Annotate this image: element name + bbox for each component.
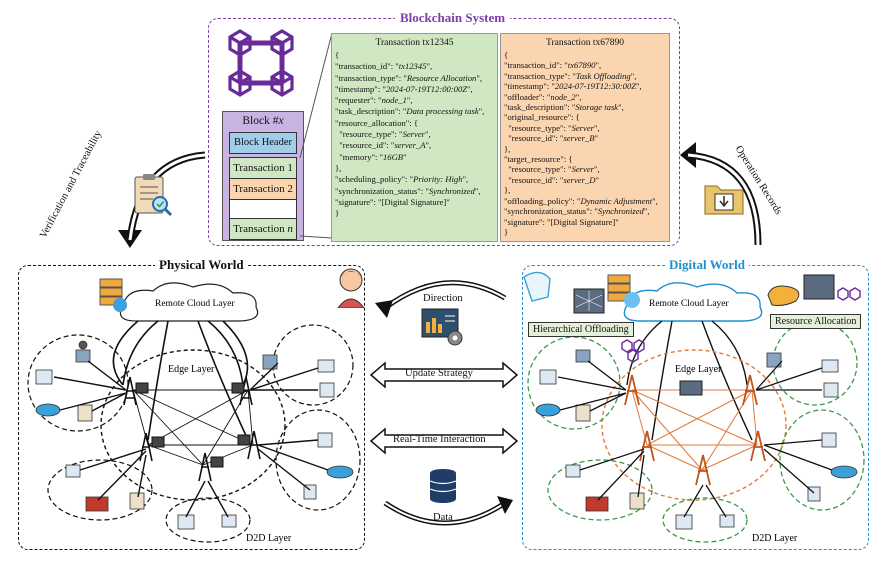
block-transaction-n: Transaction n [229,218,297,240]
code-line: "timestamp": "2024-07-19T12:00:00Z", [335,83,473,94]
code-line: }, [335,162,342,173]
transaction-title: Transaction tx12345 [375,38,454,48]
code-line: "task_description": "Data processing tas… [335,106,485,117]
code-line: "signature": "[Digital Signature]" [335,196,450,207]
block-transaction-1: Transaction 1 [229,157,297,179]
right-curved-arrow [680,142,762,246]
code-line: "resource_type": "Server", [504,164,600,175]
folder-download-icon [704,185,744,215]
code-line: { [335,50,340,60]
code-line: } [504,226,509,237]
code-line: "scheduling_policy": "Priority: High", [335,174,469,185]
code-line: "resource_id": "server_A", [335,140,432,151]
physical-edge-label: Edge Layer [168,364,215,375]
code-line: "resource_id": "server_B" [504,133,598,144]
code-line: }, [504,143,511,154]
middle-arrows [369,280,519,526]
code-line: "resource_type": "Server", [504,122,600,133]
code-line: "transaction_type": "Task Offloading", [504,70,637,81]
person-icon [337,268,365,308]
digital-d2d-label: D2D Layer [752,533,798,544]
code-line: "target_resource": { [504,154,573,165]
transaction-code: {"transaction_id": "tx67890","transactio… [501,50,669,237]
physical-d2d-label: D2D Layer [246,533,292,544]
block-header-cell: Block Header [229,132,297,154]
dashboard-gear-icon [421,308,463,346]
update-strategy-label: Update Strategy [405,368,473,379]
blockchain-title: Blockchain System [395,10,511,26]
code-line: "resource_allocation": { [335,117,418,128]
code-line: "transaction_id": "tx12345", [335,61,433,72]
code-line: }, [504,185,511,196]
direction-label: Direction [423,293,463,304]
transaction-panel-tx12345: Transaction tx12345 {"transaction_id": "… [331,33,498,242]
code-line: "transaction_type": "Resource Allocation… [335,72,482,83]
block-container: Block #x Block Header Transaction 1 Tran… [222,111,304,241]
code-line: "offloader": "node_2", [504,91,582,102]
clipboard-check-icon [134,174,173,217]
code-line: "resource_type": "Server", [335,129,431,140]
code-line: { [504,50,509,60]
block-transaction-empty [229,199,297,219]
database-icon [429,469,457,503]
block-connector-lines [299,32,333,239]
physical-network: Edge Layer D2D Layer Remote Cloud Layer [27,278,361,544]
transaction-title: Transaction tx67890 [545,38,625,48]
real-time-interaction-label: Real-Time Interaction [393,434,486,445]
code-line: } [335,208,340,219]
code-line: "resource_id": "server_D" [504,174,599,185]
code-line: "task_description": "Storage task", [504,102,624,113]
transaction-panel-tx67890: Transaction tx67890 {"transaction_id": "… [500,33,670,242]
data-label: Data [433,512,453,523]
transaction-code: {"transaction_id": "tx12345","transactio… [332,50,497,219]
code-line: "offloading_policy": "Dynamic Adjustment… [504,195,658,206]
code-line: "synchronization_status": "Synchronized"… [504,206,650,217]
digital-cloud-label: Remote Cloud Layer [649,299,730,309]
code-line: "original_resource": { [504,112,580,123]
hierarchical-offloading-badge: Hierarchical Offloading [528,322,634,337]
code-line: "memory": "16GB" [335,151,407,162]
digital-world-title: Digital World [665,257,749,273]
physical-world-title: Physical World [155,257,248,273]
code-line: "timestamp": "2024-07-19T12:30:00Z", [504,81,642,92]
physical-cloud-label: Remote Cloud Layer [155,299,236,309]
code-line: "signature": "[Digital Signature]" [504,216,619,227]
blockchain-cubes-icon [228,29,294,97]
digital-network: Edge Layer D2D Layer Remote Cloud Layer [523,271,865,544]
resource-allocation-badge: Resource Allocation [770,314,862,329]
digital-edge-label: Edge Layer [675,364,722,375]
code-line: "transaction_id": "tx67890", [504,60,602,71]
block-title: Block #x [242,115,284,127]
code-line: "synchronization_status": "Synchronized"… [335,185,481,196]
block-transaction-2: Transaction 2 [229,178,297,200]
code-line: "requester": "node_1", [335,95,413,106]
